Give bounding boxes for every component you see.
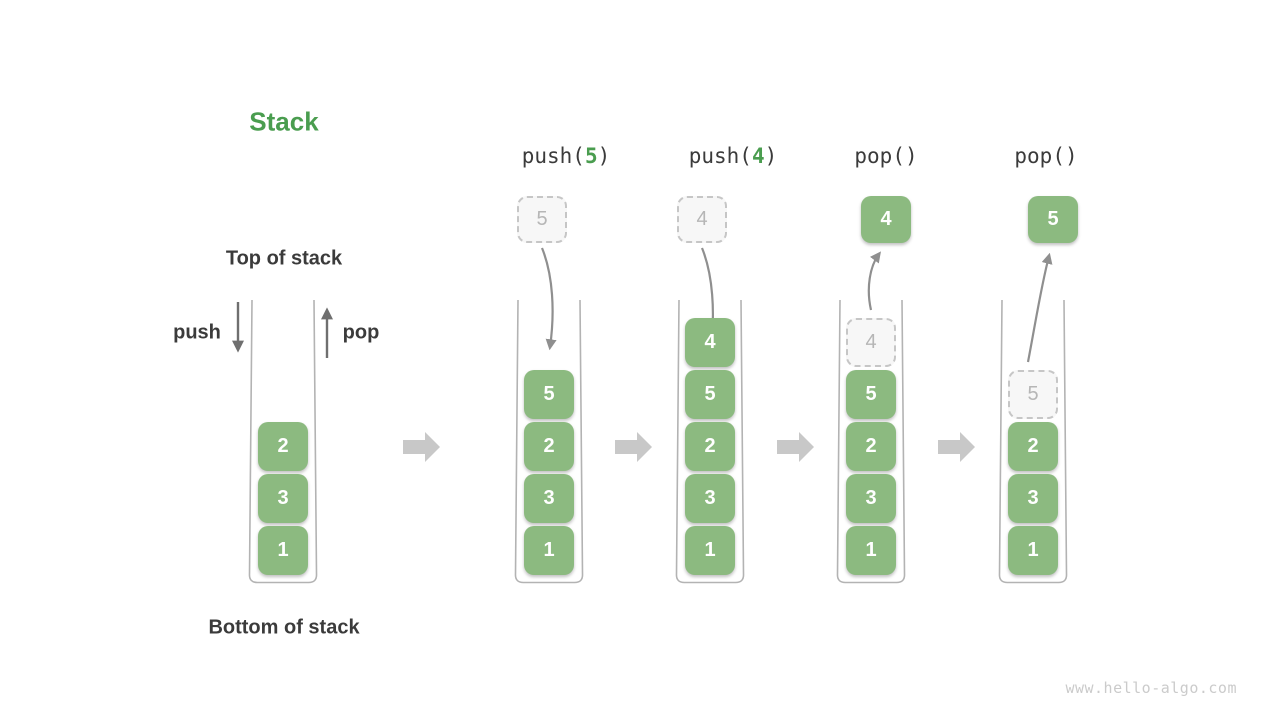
- stack-cell: 4: [685, 318, 735, 367]
- stack-container: [836, 299, 906, 584]
- operation-pre: pop(): [854, 144, 918, 168]
- operation-label-pop-second: pop(): [1014, 144, 1077, 168]
- stack-cell: 3: [524, 474, 574, 523]
- stack-cell: 2: [524, 422, 574, 471]
- stack-cell: 5: [685, 370, 735, 419]
- push-label: push: [173, 321, 221, 344]
- stack-cell: 3: [258, 474, 308, 523]
- operation-arg: 4: [751, 144, 765, 168]
- operation-label-push-5: push(5): [522, 144, 611, 168]
- ghost-cell: 5: [1008, 370, 1058, 419]
- stack-cell: 1: [846, 526, 896, 575]
- step-arrow-icon: [403, 432, 440, 462]
- stack-cell: 2: [685, 422, 735, 471]
- step-arrow-icon: [777, 432, 814, 462]
- operation-post: ): [597, 144, 611, 168]
- incoming-value-box: 5: [517, 196, 567, 243]
- push-5-flow-arrow: [540, 247, 557, 351]
- stack-cell: 2: [1008, 422, 1058, 471]
- stack-cell: 2: [258, 422, 308, 471]
- step-arrows: [403, 432, 975, 462]
- stack-containers: [248, 299, 1068, 584]
- stack-cell: 1: [524, 526, 574, 575]
- stack-container: [514, 299, 584, 584]
- stack-cell: 3: [1008, 474, 1058, 523]
- step-arrow-icon: [615, 432, 652, 462]
- stack-container: [248, 299, 318, 584]
- operation-label-pop-first: pop(): [854, 144, 917, 168]
- stack-cell: 5: [524, 370, 574, 419]
- pop-4-flow-arrow: [867, 251, 881, 311]
- pop-label: pop: [342, 321, 380, 344]
- stack-container: [675, 299, 745, 584]
- ghost-cell: 4: [846, 318, 896, 367]
- stack-cell: 1: [685, 526, 735, 575]
- stack-cell: 1: [1008, 526, 1058, 575]
- top-of-stack-label: Top of stack: [225, 247, 343, 270]
- stack-cell: 1: [258, 526, 308, 575]
- stack-cell: 2: [846, 422, 896, 471]
- popped-value-box: 5: [1028, 196, 1078, 243]
- watermark: www.hello-algo.com: [1065, 679, 1237, 697]
- pop-5-flow-arrow: [1026, 252, 1053, 363]
- incoming-value-box: 4: [677, 196, 727, 243]
- popped-value-box: 4: [861, 196, 911, 243]
- operation-label-push-4: push(4): [689, 144, 778, 168]
- bottom-of-stack-label: Bottom of stack: [208, 616, 360, 639]
- operation-pre: pop(): [1014, 144, 1078, 168]
- stack-cell: 3: [685, 474, 735, 523]
- step-arrow-icon: [938, 432, 975, 462]
- stack-cell: 5: [846, 370, 896, 419]
- operation-pre: push(: [688, 144, 752, 168]
- operation-post: ): [764, 144, 778, 168]
- diagram-title: Stack: [249, 106, 319, 137]
- operation-pre: push(: [521, 144, 585, 168]
- stack-container: [998, 299, 1068, 584]
- stack-cell: 3: [846, 474, 896, 523]
- operation-arg: 5: [584, 144, 598, 168]
